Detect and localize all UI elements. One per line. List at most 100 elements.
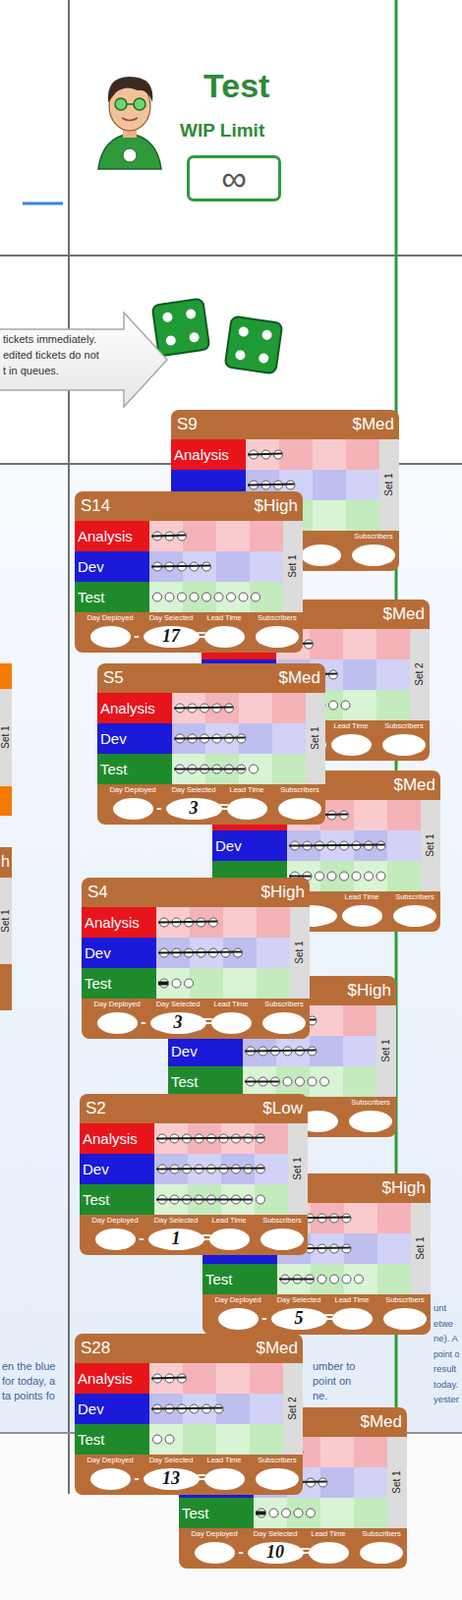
operator: = <box>196 1469 206 1488</box>
done-strike <box>151 1408 224 1410</box>
set-label: Set 1 <box>383 472 396 496</box>
done-strike <box>156 1199 253 1202</box>
stage-work-cell <box>182 1424 217 1455</box>
stage-work-cell <box>249 581 284 613</box>
stage-label-cell <box>97 723 173 754</box>
entry-oval <box>204 1468 245 1491</box>
callout-text: tickets immediately. <box>2 333 97 347</box>
card-value: $High <box>347 981 392 1001</box>
work-dot <box>351 871 361 881</box>
field-label: Day Deployed <box>190 1530 237 1540</box>
day-number: 3 <box>173 1012 183 1034</box>
entry-oval <box>300 544 342 567</box>
card-body <box>74 1333 303 1496</box>
stage-label-cell <box>97 753 173 785</box>
stage-label-cell <box>79 1184 155 1215</box>
set-strip <box>289 907 310 999</box>
stage-label-cell <box>212 800 288 831</box>
field-label: Day Deployed <box>86 1456 133 1466</box>
work-dot <box>249 764 259 774</box>
work-dot <box>227 592 236 602</box>
stage-work-cell <box>387 830 421 862</box>
card-value: $Med <box>382 604 425 625</box>
set-strip <box>409 629 430 721</box>
set-strip <box>283 1363 303 1455</box>
work-dot <box>364 871 374 881</box>
stage-label: Analysis <box>173 446 230 463</box>
field-label: Subscribers <box>385 1296 425 1306</box>
done-strike <box>156 1138 265 1140</box>
set-strip <box>379 439 400 531</box>
entry-oval <box>255 1468 299 1491</box>
set-label: Set 1 <box>380 1039 393 1062</box>
work-dot <box>257 1478 267 1488</box>
stage-work-cell <box>238 693 273 724</box>
arrow-callout: tickets immediately.edited tickets do no… <box>0 311 170 408</box>
set-label: Set 1 <box>309 726 322 750</box>
stage-work-cell <box>223 907 257 938</box>
done-strike <box>173 738 246 740</box>
wip-limit-value: ∞ <box>189 158 279 199</box>
set-label: Set 1 <box>287 554 299 578</box>
stage-work-cell <box>312 500 347 531</box>
work-dot <box>327 871 337 881</box>
field-label: Lead Time <box>310 1530 346 1540</box>
stage-work-cell <box>353 1467 388 1499</box>
stage-work-cell <box>216 551 250 582</box>
partial-card: hSet 1 <box>0 847 12 1011</box>
work-dot <box>320 1077 330 1087</box>
card-value: $High <box>382 1178 426 1199</box>
stage-label-cell <box>74 520 150 552</box>
stage-label: Analysis <box>100 699 156 717</box>
work-dot <box>184 979 194 988</box>
stage-work-cell <box>312 439 347 470</box>
stage-work-cell <box>377 1264 411 1295</box>
instruction-text: en the blue <box>1 1360 56 1374</box>
work-dot <box>269 1478 279 1488</box>
stage-label: Test <box>82 1191 111 1209</box>
work-dot <box>293 1447 303 1457</box>
field-label: Day Selected <box>154 1216 199 1226</box>
work-dot <box>214 592 224 602</box>
done-strike <box>278 643 313 645</box>
work-dot <box>293 1508 303 1518</box>
done-strike <box>173 768 246 771</box>
entry-oval <box>359 1542 404 1564</box>
stage-work-cell <box>253 1437 288 1468</box>
work-dot <box>292 1244 302 1254</box>
stage-label-cell <box>202 1203 278 1234</box>
stage-work-cell <box>272 723 306 754</box>
column-title: Test <box>203 66 270 106</box>
stage-label-cell <box>74 1393 150 1425</box>
callout-text: edited tickets do not <box>2 348 100 362</box>
entry-oval <box>271 1308 328 1330</box>
stage-label-cell <box>81 968 157 999</box>
card-body <box>81 877 310 1040</box>
work-dot <box>189 592 199 602</box>
entry-oval <box>247 1542 304 1564</box>
field-label: Day Selected <box>172 786 217 796</box>
field-label: Day Deployed <box>109 786 156 796</box>
field-label: Lead Time <box>206 614 241 624</box>
stage-work-cell <box>223 968 257 999</box>
stage-work-cell <box>216 1424 250 1455</box>
stage-work-cell <box>376 659 410 691</box>
work-dot <box>329 700 339 710</box>
stage-work-cell <box>182 520 217 552</box>
card-body <box>202 1173 431 1335</box>
stage-work-cell <box>377 1233 411 1265</box>
set-strip <box>0 689 12 787</box>
stage-label: Test <box>171 1073 199 1091</box>
stage-work-cell <box>376 629 410 660</box>
operator: = <box>196 627 206 645</box>
field-label: Subscribers <box>264 1000 304 1010</box>
stage-label-cell <box>74 1424 150 1455</box>
instruction-text: umber to <box>312 1360 355 1374</box>
set-label: Set 1 <box>291 1156 304 1180</box>
work-dot <box>315 810 325 820</box>
card-value: $Med <box>278 668 321 689</box>
instruction-text: ta points fo <box>1 1389 56 1403</box>
die <box>152 298 211 357</box>
work-dot <box>256 1195 266 1205</box>
kanban-card: S28$MedAnalysisDevTestSet 2Day DeployedD… <box>74 1333 303 1496</box>
